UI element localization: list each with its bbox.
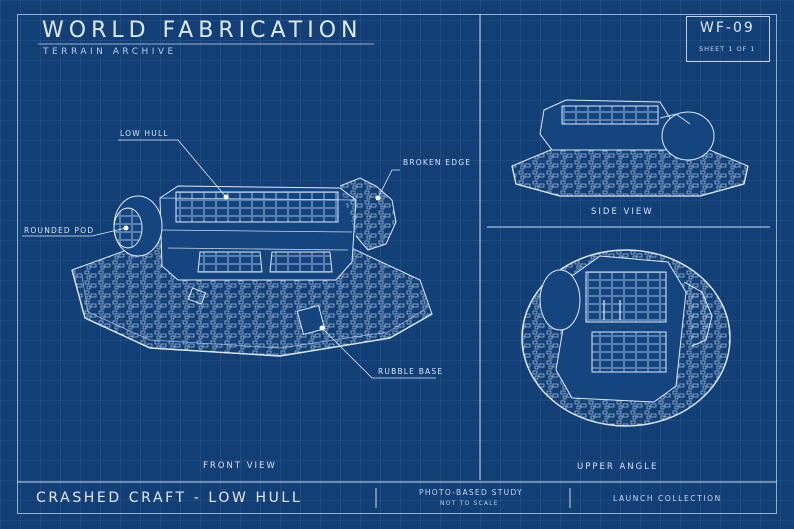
- sheet-border: [17, 14, 777, 514]
- callout-rounded-pod: ROUNDED POD: [24, 226, 95, 235]
- callout-broken-edge: BROKEN EDGE: [403, 158, 472, 167]
- sheet-tag: WF-09: [700, 20, 755, 36]
- footer-scale-note: NOT TO SCALE: [440, 500, 499, 507]
- callout-low-hull: LOW HULL: [120, 129, 169, 138]
- upper-angle-model: [521, 249, 731, 427]
- front-view-model: [71, 177, 433, 357]
- sheet-number: SHEET 1 OF 1: [699, 45, 756, 53]
- side-view-model: [511, 99, 749, 197]
- callout-leaders: [22, 139, 436, 379]
- footer-collection: LAUNCH COLLECTION: [613, 494, 722, 503]
- page-title: WORLD FABRICATION: [42, 18, 363, 43]
- footer-study-note: PHOTO-BASED STUDY: [419, 488, 524, 497]
- footer-item-name: CRASHED CRAFT - LOW HULL: [36, 490, 303, 506]
- label-front-view: FRONT VIEW: [203, 461, 277, 471]
- callout-rubble-base: RUBBLE BASE: [378, 367, 444, 376]
- label-upper-angle: UPPER ANGLE: [577, 462, 659, 472]
- page-subtitle: TERRAIN ARCHIVE: [43, 47, 177, 57]
- sheet-tag-box: [686, 16, 770, 62]
- label-side-view: SIDE VIEW: [591, 207, 654, 217]
